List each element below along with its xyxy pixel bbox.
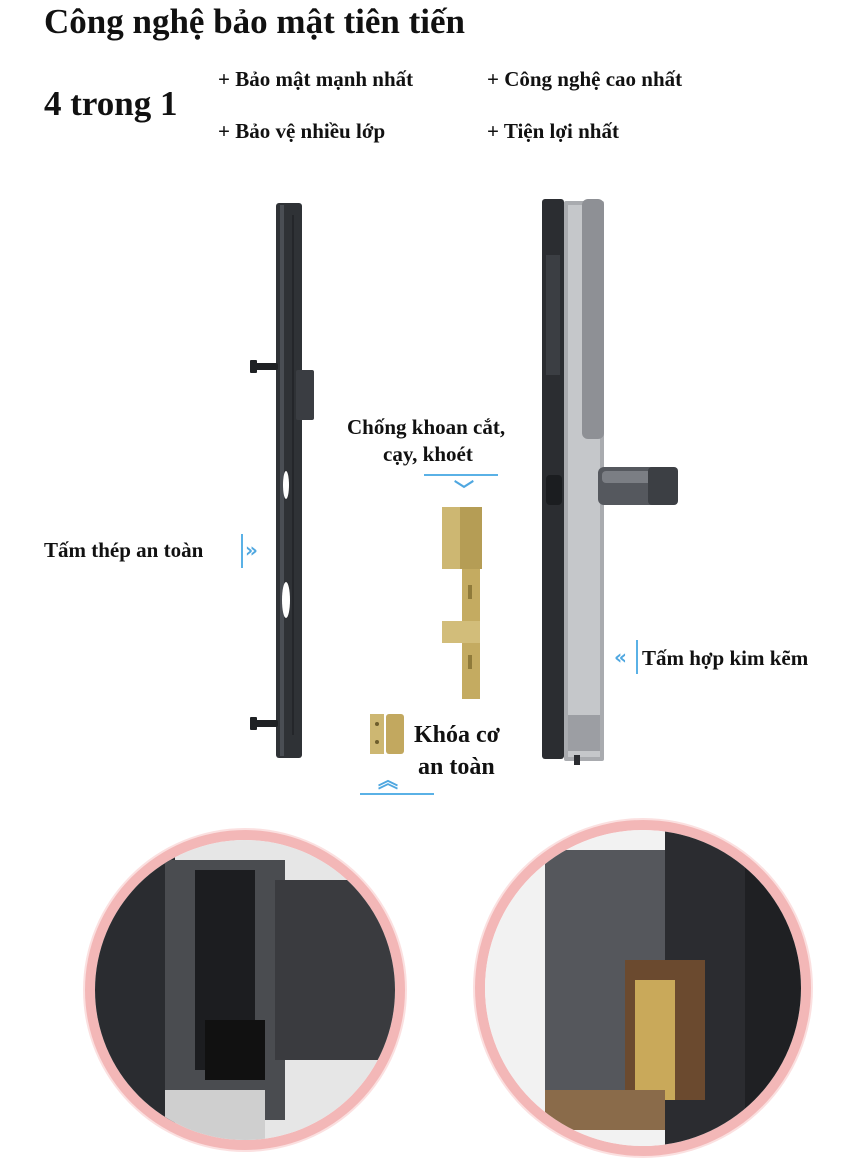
label-mech-lock-underline xyxy=(360,793,434,795)
label-mechanical-lock-safe: an toàn xyxy=(418,754,495,780)
brass-latch-image xyxy=(442,507,482,699)
feature-multi-layer-protection: + Bảo vệ nhiều lớp xyxy=(218,119,386,143)
zinc-alloy-lock-image xyxy=(542,199,678,765)
cutaway-detail-right xyxy=(485,830,801,1146)
double-chevron-right-icon: » xyxy=(245,538,258,562)
label-drill-resistant: Chống khoan cắt, xyxy=(347,415,506,439)
label-pry-resistant: cạy, khoét xyxy=(383,442,473,466)
label-drill-underline xyxy=(424,474,498,476)
label-zinc-alloy-plate: Tấm hợp kim kẽm xyxy=(642,646,809,670)
label-steel-plate-bar xyxy=(241,534,243,568)
double-chevron-up-icon: ︽ xyxy=(378,768,398,792)
label-steel-plate: Tấm thép an toàn xyxy=(44,538,204,562)
double-chevron-left-icon: « xyxy=(614,645,627,669)
feature-strongest-security: + Bảo mật mạnh nhất xyxy=(218,67,414,91)
cutaway-detail-left xyxy=(95,840,395,1140)
page-title: Công nghệ bảo mật tiên tiến xyxy=(44,2,465,41)
page-subtitle: 4 trong 1 xyxy=(44,84,178,123)
feature-most-convenient: + Tiện lợi nhất xyxy=(487,119,619,143)
label-mechanical-lock: Khóa cơ xyxy=(414,722,500,748)
mechanical-lock-cylinder-image xyxy=(370,714,404,754)
double-chevron-down-icon: ﹀ xyxy=(454,478,474,502)
label-zinc-plate-bar xyxy=(636,640,638,674)
feature-highest-technology: + Công nghệ cao nhất xyxy=(487,67,683,91)
steel-plate-image xyxy=(250,203,314,758)
